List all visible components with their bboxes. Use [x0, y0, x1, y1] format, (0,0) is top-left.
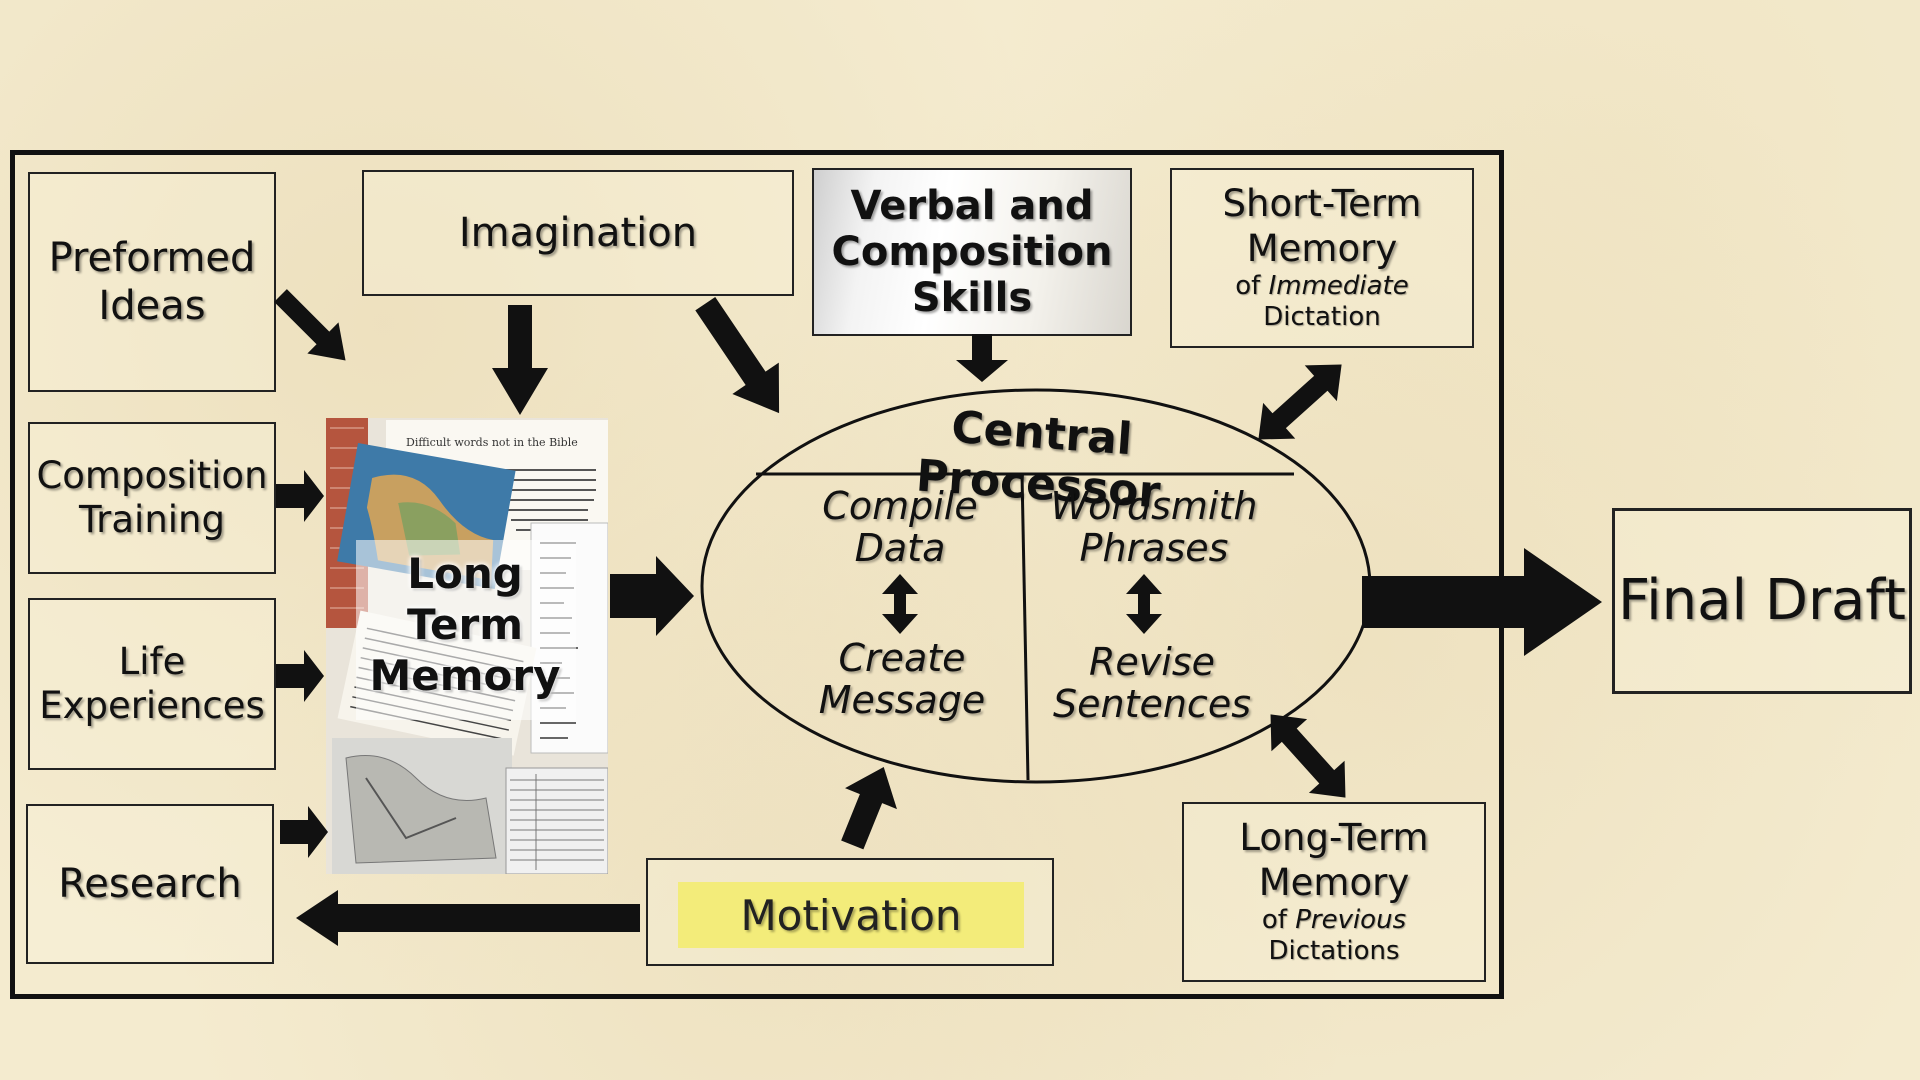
arrow-imagination — [492, 305, 548, 415]
composition-training-label-1: Composition — [36, 453, 268, 497]
wordsmith-phrases-text: Wordsmith Phrases — [1004, 484, 1304, 570]
compile-word: Compile — [822, 484, 978, 528]
arrow-composition-training — [276, 470, 324, 522]
ltm-previous-sub-prefix: of — [1261, 905, 1287, 936]
final-draft-label: Final Draft — [1617, 568, 1906, 634]
ltm-previous-subtitle: of Previous — [1262, 905, 1406, 936]
preformed-ideas-label-1: Preformed — [48, 235, 256, 281]
research-label: Research — [58, 861, 242, 907]
life-experiences-label-1: Life — [118, 639, 186, 683]
arrow-life-experiences — [276, 650, 324, 702]
arrow-verbal-skills — [956, 334, 1008, 382]
central-processor-split — [1020, 473, 1030, 781]
ltm-previous-sub-italic: Previous — [1295, 905, 1407, 936]
short-term-memory-sub-italic: Immediate — [1268, 271, 1409, 302]
wordsmith-word: Wordsmith — [1050, 484, 1258, 528]
research-box: Research — [26, 804, 274, 964]
long-term-memory-previous-box: Long-Term Memory of Previous Dictations — [1182, 802, 1486, 982]
arrow-compile-create — [882, 574, 918, 634]
collage-image: Difficult words not in the Bible — [326, 418, 608, 874]
final-draft-box: Final Draft — [1612, 508, 1912, 694]
arrow-wordsmith-revise — [1126, 574, 1162, 634]
arrow-preformed-ideas — [274, 289, 346, 361]
diagram-frame — [10, 150, 1504, 999]
imagination-box: Imagination — [362, 170, 794, 296]
composition-training-box: Composition Training — [28, 422, 276, 574]
verbal-skills-label-3: Skills — [911, 275, 1033, 321]
arrow-short-term-memory — [1258, 364, 1342, 440]
collage-doc-heading: Difficult words not in the Bible — [406, 436, 578, 449]
long-term-memory-collage: Difficult words not in the Bible — [326, 418, 608, 874]
arrow-ltm-previous — [1270, 714, 1346, 798]
ltm-previous-title-1: Long-Term — [1239, 816, 1429, 860]
short-term-memory-title-2: Memory — [1246, 226, 1398, 270]
short-term-memory-box: Short-Term Memory of Immediate Dictation — [1170, 168, 1474, 348]
life-experiences-label-2: Experiences — [39, 684, 265, 727]
imagination-label: Imagination — [458, 210, 698, 256]
verbal-skills-label-2: Composition — [831, 229, 1113, 275]
ltm-previous-sub-last: Dictations — [1268, 936, 1400, 967]
phrases-word: Phrases — [1079, 525, 1229, 570]
compile-data-text: Compile Data — [750, 484, 1050, 570]
life-experiences-box: Life Experiences — [28, 598, 276, 770]
revise-sentences-text: Revise Sentences — [1002, 640, 1302, 726]
create-message-text: Create Message — [752, 636, 1052, 722]
data-word: Data — [854, 525, 946, 570]
composition-training-label-2: Training — [79, 498, 225, 541]
short-term-memory-subtitle: of Immediate — [1235, 271, 1409, 302]
motivation-label: Motivation — [678, 882, 1024, 948]
arrow-final-draft — [1362, 548, 1602, 656]
arrow-imagination-processor — [695, 296, 780, 414]
short-term-memory-sub-last: Dictation — [1263, 302, 1381, 333]
short-term-memory-title-1: Short-Term — [1222, 182, 1422, 226]
long-term-memory-label: Long Term Memory — [350, 548, 580, 702]
preformed-ideas-label-2: Ideas — [98, 283, 206, 329]
arrow-motivation-processor — [841, 767, 897, 850]
ltm-word-3: Memory — [369, 651, 561, 701]
arrow-ltm-processor — [610, 556, 694, 636]
sentences-word: Sentences — [1052, 681, 1251, 726]
verbal-skills-label-1: Verbal and — [850, 183, 1094, 229]
ltm-word-1: Long — [407, 549, 523, 598]
create-word: Create — [838, 636, 966, 680]
short-term-memory-sub-prefix: of — [1235, 271, 1261, 302]
arrow-research — [280, 806, 328, 858]
preformed-ideas-box: Preformed Ideas — [28, 172, 276, 392]
revise-word: Revise — [1088, 640, 1215, 684]
arrow-motivation-research — [296, 890, 640, 946]
ltm-word-2: Term — [406, 600, 524, 650]
message-word: Message — [818, 677, 986, 722]
ltm-previous-title-2: Memory — [1258, 860, 1410, 904]
